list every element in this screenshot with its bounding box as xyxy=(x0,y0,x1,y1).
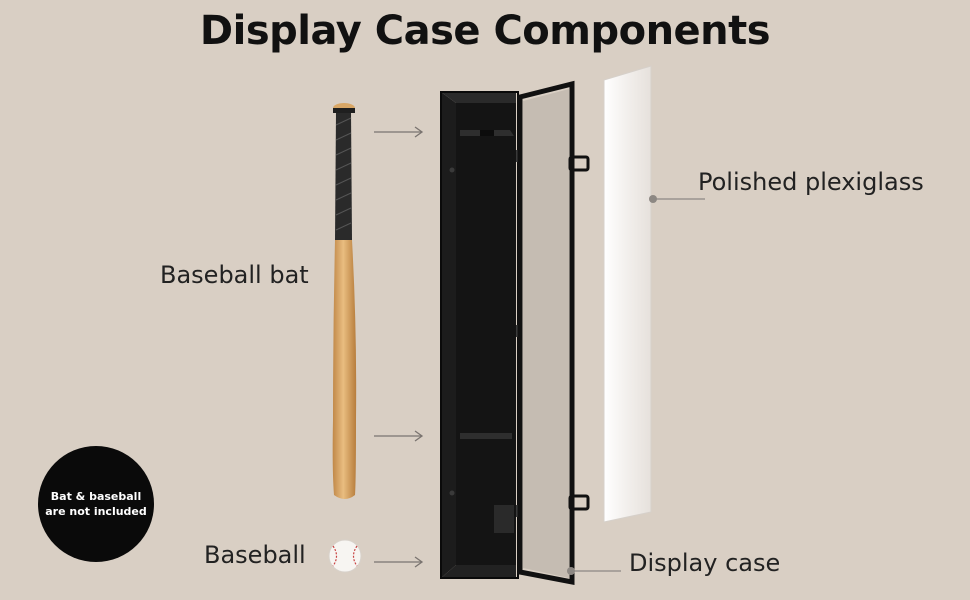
plexiglass-panel-icon xyxy=(603,65,652,523)
bat-label: Baseball bat xyxy=(160,261,309,289)
arrow-icon xyxy=(374,126,424,138)
badge-line-2: are not included xyxy=(45,505,147,518)
arrow-icon xyxy=(374,430,424,442)
baseball-icon xyxy=(328,539,362,573)
case-label: Display case xyxy=(629,549,781,577)
display-case-icon xyxy=(440,91,520,579)
case-callout xyxy=(567,567,621,575)
not-included-badge: Bat & baseball are not included xyxy=(38,446,154,562)
baseball-bat-icon xyxy=(332,103,357,499)
arrow-icon xyxy=(374,556,424,568)
baseball-label: Baseball xyxy=(204,541,306,569)
badge-line-1: Bat & baseball xyxy=(50,490,142,503)
display-case-door-icon xyxy=(517,80,590,586)
page-title: Display Case Components xyxy=(199,8,771,54)
plexiglass-label: Polished plexiglass xyxy=(698,168,924,196)
plexiglass-callout xyxy=(649,195,705,203)
